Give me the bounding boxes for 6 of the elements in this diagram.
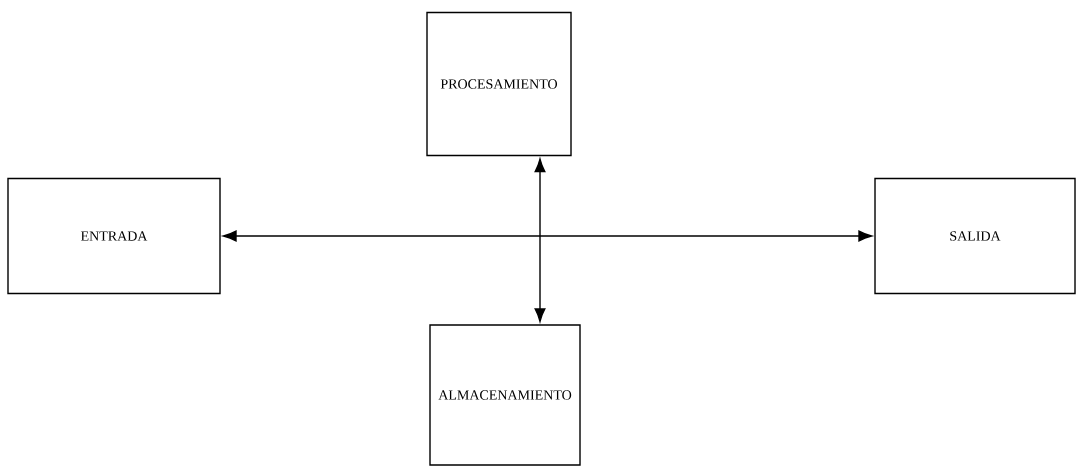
- process-box: ALMACENAMIENTO: [429, 324, 581, 466]
- arrow: [222, 230, 873, 242]
- process-box: SALIDA: [874, 177, 1076, 295]
- arrow: [534, 158, 546, 323]
- process-box: PROCESAMIENTO: [426, 11, 572, 157]
- process-box: ENTRADA: [7, 177, 221, 295]
